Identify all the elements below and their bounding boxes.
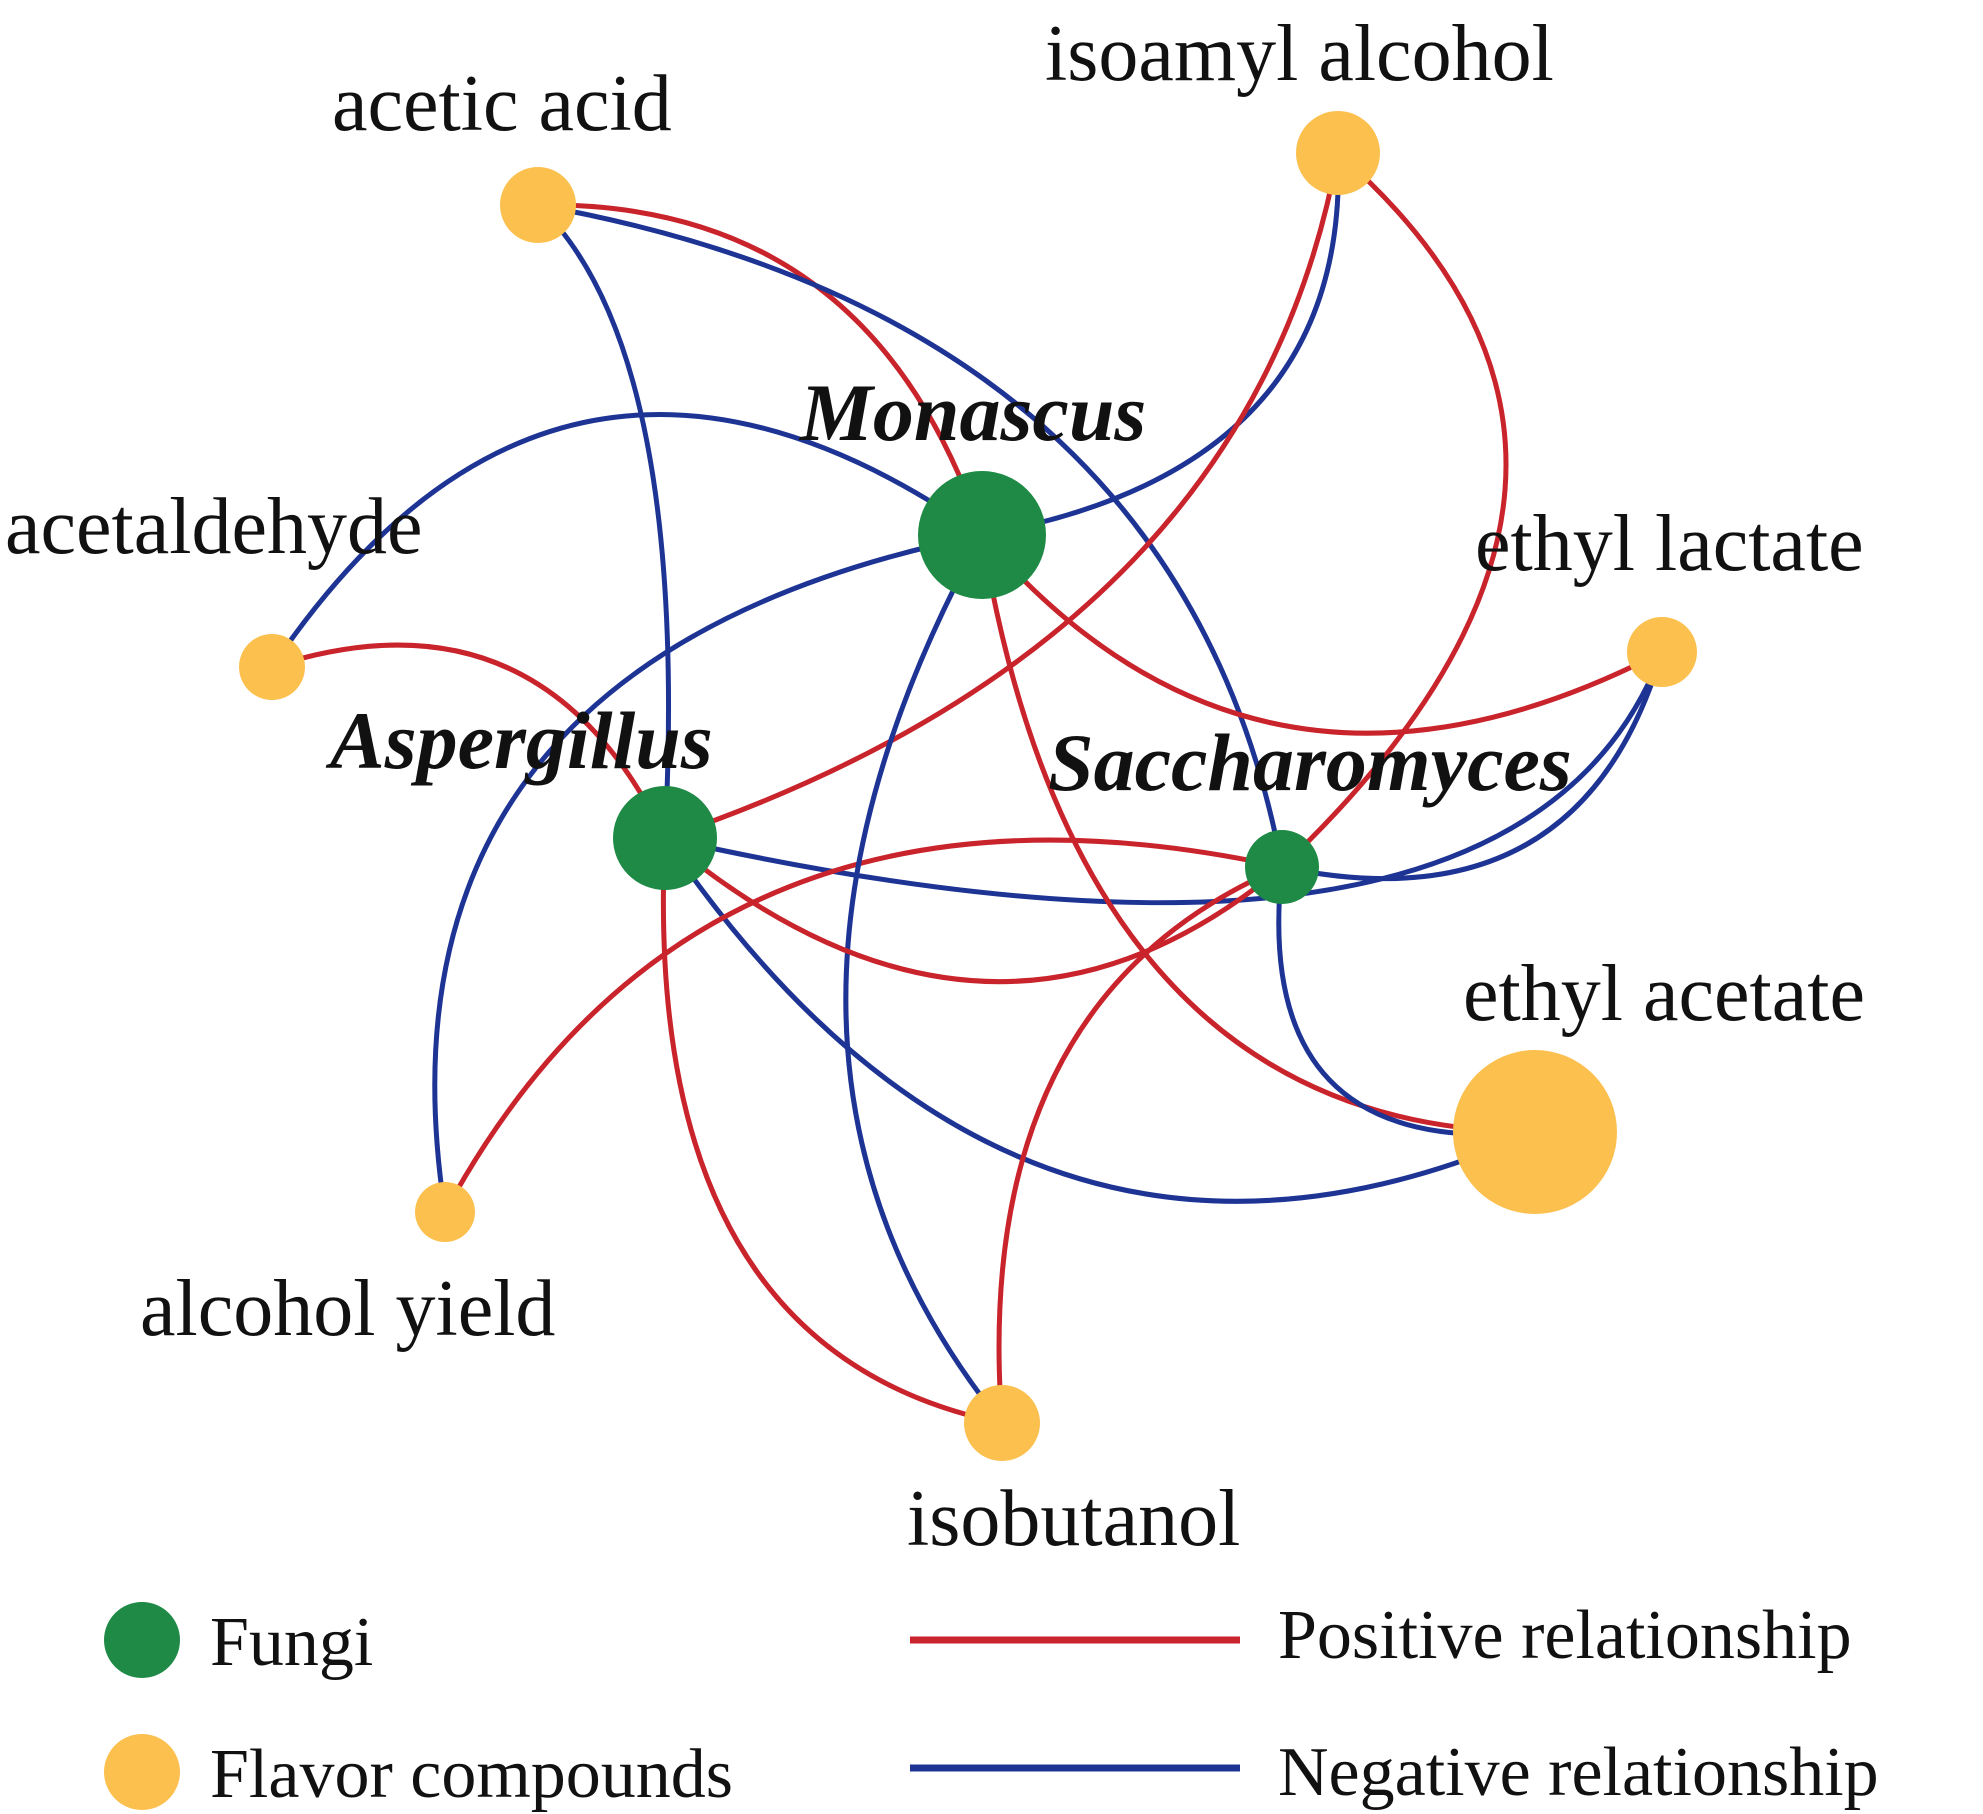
edge-isoamyl-alcohol-monascus-negative (981, 152, 1341, 538)
edge-alcohol-yield-saccharomyces-positive (442, 837, 1283, 1214)
edge-acetic-acid-aspergillus-negative (536, 203, 672, 839)
edge-acetaldehyde-monascus-negative (269, 412, 984, 669)
legend-flavor-marker (104, 1734, 180, 1810)
node-monascus (918, 471, 1046, 599)
edge-ethyl-acetate-monascus-positive (979, 534, 1536, 1135)
node-acetic-acid (500, 167, 576, 243)
edge-ethyl-lactate-saccharomyces-negative (1281, 651, 1665, 882)
node-label-saccharomyces: Saccharomyces (1048, 717, 1572, 808)
node-label-aspergillus: Aspergillus (325, 695, 713, 786)
labels-layer: Monascus Aspergillus Saccharomyces aceti… (5, 10, 1865, 1563)
node-saccharomyces (1245, 830, 1319, 904)
legend-negative-label: Negative relationship (1278, 1734, 1879, 1811)
node-label-ethyl-lactate: ethyl lactate (1475, 500, 1864, 588)
node-aspergillus (613, 786, 717, 890)
node-isobutanol (964, 1385, 1040, 1461)
legend-flavor-label: Flavor compounds (210, 1736, 733, 1813)
node-isoamyl-alcohol (1296, 111, 1380, 195)
edge-acetaldehyde-aspergillus-positive (271, 642, 668, 840)
node-label-isobutanol: isobutanol (907, 1475, 1240, 1563)
legend: Fungi Flavor compounds Positive relation… (104, 1597, 1879, 1813)
edge-isobutanol-aspergillus-positive (660, 837, 1003, 1426)
edges-layer (269, 151, 1665, 1426)
edge-isobutanol-monascus-negative (843, 533, 1004, 1425)
node-label-alcohol-yield: alcohol yield (140, 1265, 555, 1353)
edge-ethyl-lactate-monascus-positive (980, 533, 1664, 736)
node-label-isoamyl-alcohol: isoamyl alcohol (1045, 10, 1554, 98)
node-label-acetic-acid: acetic acid (332, 60, 672, 148)
legend-fungi-marker (104, 1602, 180, 1678)
legend-positive-label: Positive relationship (1278, 1597, 1852, 1674)
node-label-acetaldehyde: acetaldehyde (5, 483, 423, 571)
node-label-ethyl-acetate: ethyl acetate (1463, 950, 1865, 1038)
node-ethyl-acetate (1453, 1050, 1617, 1214)
node-ethyl-lactate (1627, 617, 1697, 687)
edge-ethyl-acetate-aspergillus-negative (662, 836, 1537, 1204)
edge-alcohol-yield-monascus-negative (432, 532, 983, 1213)
edge-aspergillus-saccharomyces-positive (663, 836, 1284, 985)
node-acetaldehyde (239, 634, 305, 700)
edge-isobutanol-saccharomyces-positive (996, 864, 1283, 1424)
edge-ethyl-lactate-aspergillus-negative (664, 651, 1665, 906)
node-label-monascus: Monascus (798, 367, 1146, 458)
legend-fungi-label: Fungi (210, 1604, 373, 1681)
edge-isoamyl-alcohol-aspergillus-positive (664, 152, 1341, 841)
edge-isoamyl-alcohol-saccharomyces-positive (1280, 151, 1509, 869)
node-alcohol-yield (415, 1182, 475, 1242)
nodes-layer (239, 111, 1697, 1461)
